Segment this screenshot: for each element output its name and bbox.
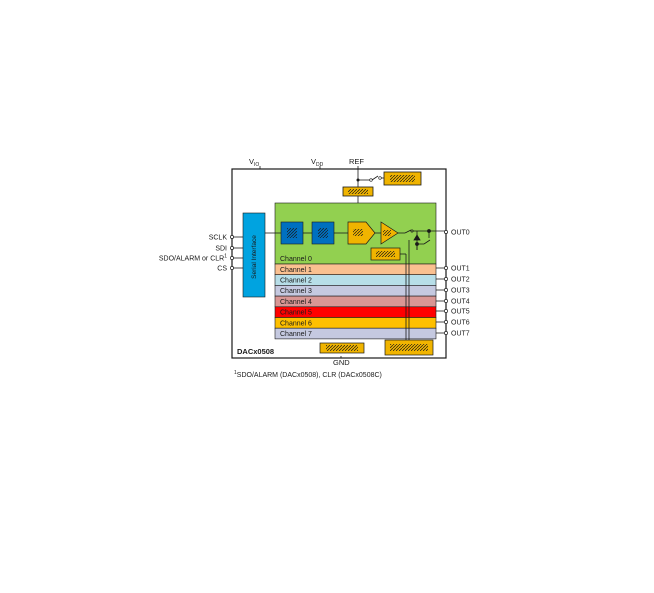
output-pin-3 <box>444 288 448 292</box>
output-block-hatch <box>390 344 428 351</box>
output-pin-2 <box>444 277 448 281</box>
output-pin-4 <box>444 299 448 303</box>
output-pin-0 <box>444 230 448 234</box>
output-label-2: OUT2 <box>451 277 470 284</box>
output-label-5: OUT5 <box>451 309 470 316</box>
internal-reference-hatch <box>390 175 415 182</box>
interface-pin-2 <box>230 256 234 260</box>
interface-pin-label-2: SDO/ALARM or CLR1 <box>159 254 227 263</box>
dac-converter-hatch <box>353 229 363 236</box>
channel-7-label: Channel 7 <box>280 331 312 338</box>
output-pin-6 <box>444 320 448 324</box>
interface-pin-0 <box>230 235 234 239</box>
output-pin-1 <box>444 266 448 270</box>
channel-6-label: Channel 6 <box>280 320 312 327</box>
chip-name: DACx0508 <box>237 347 274 356</box>
ref-pin: REF <box>349 157 384 187</box>
interface-pin-label-1: SDI <box>215 246 227 253</box>
channel-1-label: Channel 1 <box>280 267 312 274</box>
channel-5-label: Channel 5 <box>280 310 312 317</box>
gain-block-hatch <box>376 251 395 257</box>
interface-pin-1 <box>230 246 234 250</box>
output-pin-7 <box>444 331 448 335</box>
dac-register-hatch <box>318 228 328 238</box>
output-switch <box>400 229 446 340</box>
gnd-label: GND <box>333 358 350 367</box>
output-label-6: OUT6 <box>451 320 470 327</box>
serial-interface-label: Serial Interface <box>251 235 258 279</box>
channel-0-label: Channel 0 <box>280 256 312 263</box>
interface-pin-3 <box>230 266 234 270</box>
footnote: 1SDO/ALARM (DACx0508), CLR (DACx0508C) <box>234 370 382 379</box>
gnd-block-hatch <box>326 345 358 351</box>
output-label-1: OUT1 <box>451 266 470 273</box>
serial-interface-block <box>242 212 266 298</box>
vio-label: VIO <box>249 157 259 168</box>
interface-pin-label-0: SCLK <box>209 235 228 242</box>
channel-4-label: Channel 4 <box>280 299 312 306</box>
channel-3-label: Channel 3 <box>280 288 312 295</box>
ref-label: REF <box>349 157 364 166</box>
output-label-3: OUT3 <box>451 288 470 295</box>
output-label-0: OUT0 <box>451 230 470 237</box>
channel-7-band <box>274 327 437 340</box>
output-buffer-hatch <box>383 230 391 236</box>
output-label-4: OUT4 <box>451 299 470 306</box>
vdd-pin: VDD <box>311 157 324 169</box>
vdd-label: VDD <box>311 157 324 168</box>
output-pin-5 <box>444 309 448 313</box>
reference-buffer-hatch <box>348 189 368 194</box>
output-label-7: OUT7 <box>451 331 470 338</box>
interface-pin-label-3: CS <box>217 266 227 273</box>
input-register-hatch <box>287 228 297 238</box>
channel-2-label: Channel 2 <box>280 278 312 285</box>
vio-pin: VIO <box>249 157 261 169</box>
